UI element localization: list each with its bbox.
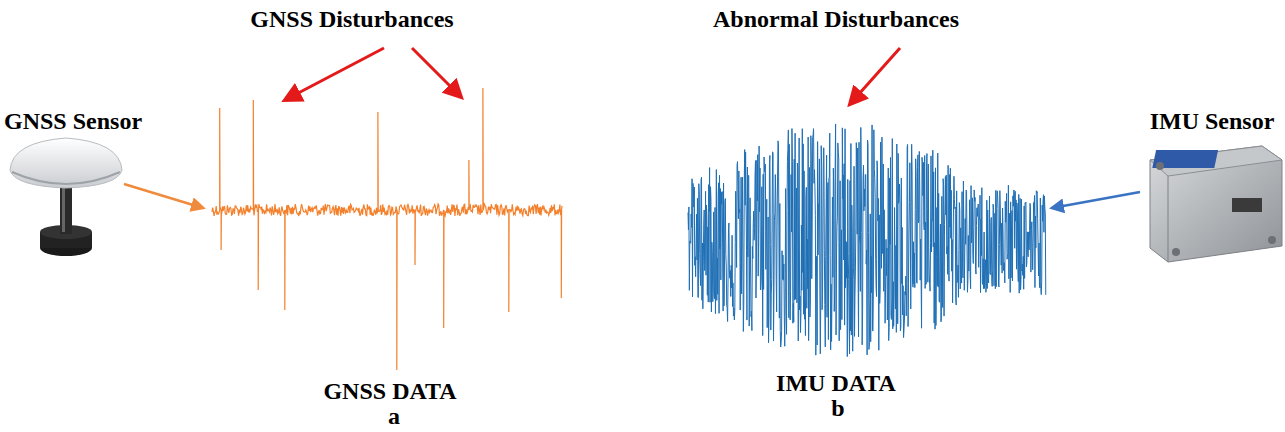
panel-letter: a [388,403,400,429]
callout-arrow [285,48,384,100]
sensor-arrow [124,184,203,208]
callout-label: Abnormal Disturbances [713,6,959,32]
sensor-name: IMU Sensor [1150,108,1275,134]
panel-letter: b [831,395,844,421]
callout-arrow [850,48,900,104]
imu-signal [688,124,1046,357]
sensor-arrow [1052,192,1140,208]
gnss-sensor-picture [10,138,122,256]
plot-caption: GNSS DATA [323,378,456,404]
signal-plots [212,88,1046,370]
callout-arrow [412,48,461,97]
imu-sensor-picture [1150,146,1282,262]
gnss-signal [212,88,562,370]
plot-caption: IMU DATA [776,370,896,396]
sensor-name: GNSS Sensor [4,108,142,134]
callout-label: GNSS Disturbances [250,6,453,32]
